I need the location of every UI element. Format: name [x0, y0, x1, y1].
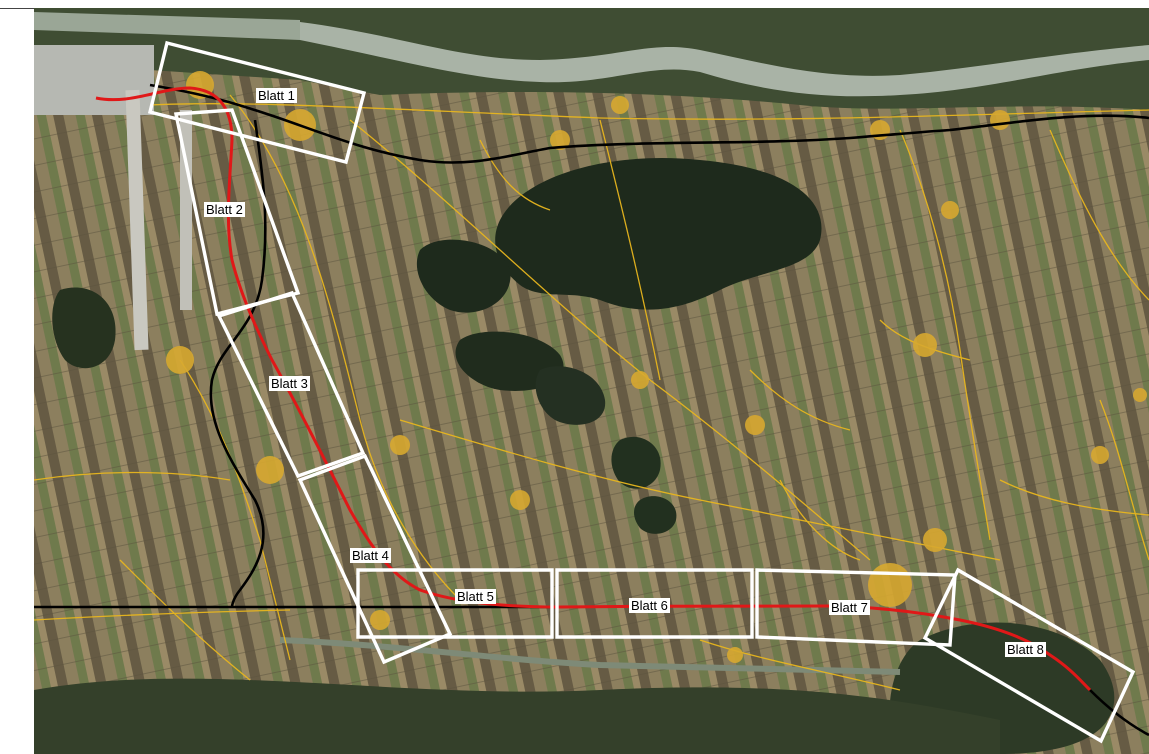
map-canvas[interactable]: Blatt 1 Blatt 2 Blatt 3 Blatt 4 Blatt 5 … — [34, 8, 1149, 754]
planned-route — [95, 86, 1092, 692]
southern-river — [279, 637, 901, 675]
sheet-label-blatt-1[interactable]: Blatt 1 — [256, 88, 297, 103]
sheet-frame-4 — [297, 453, 453, 665]
sheet-frames — [147, 40, 1136, 744]
danube-river — [300, 22, 1149, 97]
existing-railway-north — [149, 83, 1149, 164]
sheet-frame-3 — [216, 290, 366, 479]
sheet-label-blatt-8[interactable]: Blatt 8 — [1005, 642, 1046, 657]
sheet-frame-6 — [555, 568, 754, 639]
sheet-label-blatt-2[interactable]: Blatt 2 — [204, 202, 245, 217]
sheet-frame-1 — [147, 40, 367, 165]
sheet-frame-2 — [173, 108, 301, 317]
sheet-frame-8 — [922, 567, 1136, 744]
sheet-label-blatt-4[interactable]: Blatt 4 — [350, 548, 391, 563]
forest-west-edge — [52, 287, 116, 369]
forest-large — [495, 158, 822, 310]
forest-patch-3 — [634, 496, 677, 534]
map-svg — [34, 8, 1149, 754]
forest-patch-2 — [611, 436, 661, 489]
forest-west — [416, 239, 511, 313]
existing-railway-west — [209, 119, 267, 608]
sheet-label-blatt-5[interactable]: Blatt 5 — [455, 589, 496, 604]
river-backwater — [34, 12, 300, 40]
sheet-frame-5 — [356, 568, 554, 639]
airport-runway-2 — [180, 110, 192, 310]
road-network — [34, 94, 1149, 691]
sheet-label-blatt-3[interactable]: Blatt 3 — [269, 376, 310, 391]
forest-south-band — [34, 678, 1000, 754]
sheet-frame-7 — [755, 568, 957, 647]
sheet-label-blatt-6[interactable]: Blatt 6 — [629, 598, 670, 613]
sheet-label-blatt-7[interactable]: Blatt 7 — [829, 600, 870, 615]
settlements — [166, 71, 1147, 663]
existing-railway-east — [1089, 689, 1149, 737]
airport-runway-1 — [125, 89, 149, 351]
forest-south — [455, 331, 564, 391]
forest-patch-1 — [535, 366, 606, 425]
